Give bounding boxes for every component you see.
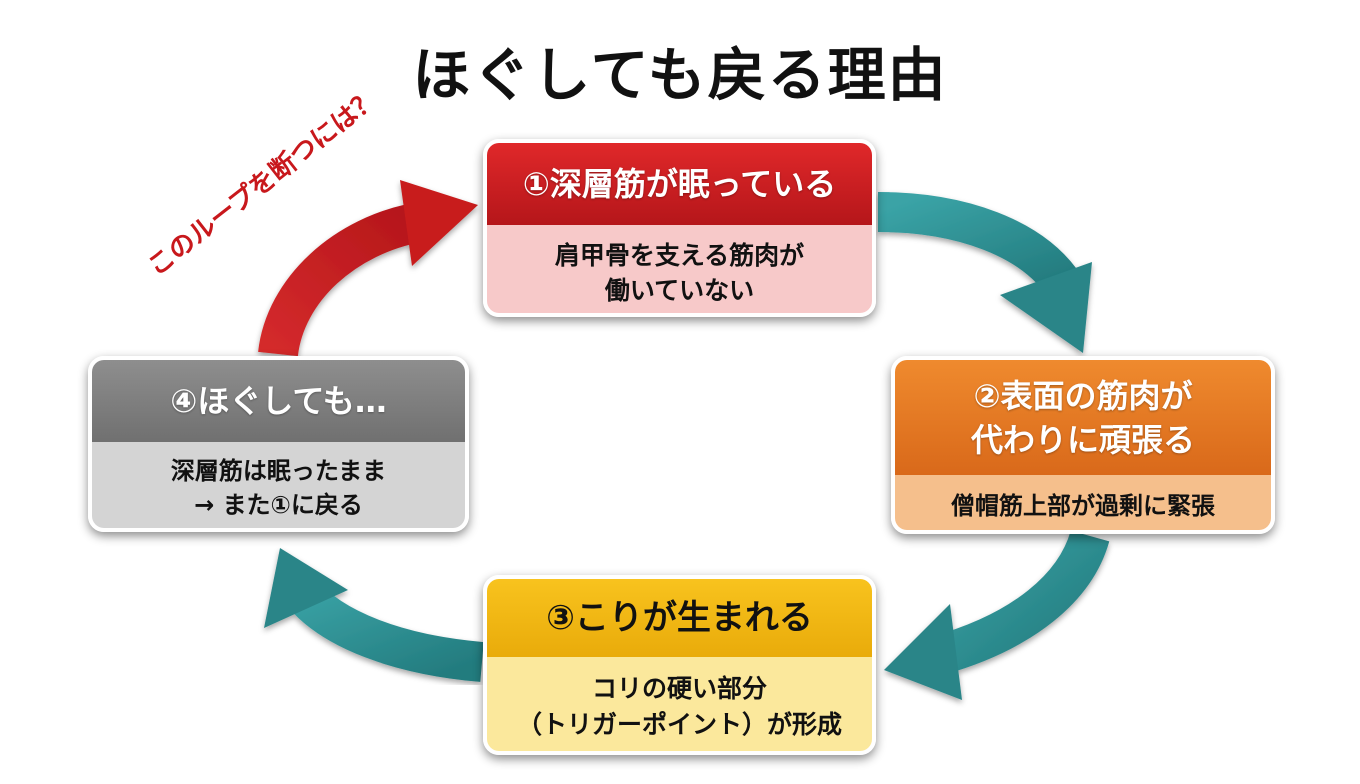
step-4-body-line: → また①に戻る [194, 491, 363, 519]
step-3-body-line: （トリガーポイント）が形成 [516, 710, 842, 739]
step-4-body: 深層筋は眠ったまま → また①に戻る [92, 442, 465, 528]
step-1-box: ①深層筋が眠っている 肩甲骨を支える筋肉が 働いていない [483, 139, 876, 317]
step-2-body: 僧帽筋上部が過剰に緊張 [895, 475, 1271, 530]
step-3-body: コリの硬い部分 （トリガーポイント）が形成 [487, 657, 872, 751]
arrow-step4-to-step1 [258, 180, 478, 358]
arrow-step3-to-step4 [264, 548, 484, 682]
arrow-step1-to-step2 [877, 192, 1092, 353]
step-2-heading-line: ②表面の筋肉が [973, 377, 1193, 415]
step-1-body: 肩甲骨を支える筋肉が 働いていない [487, 225, 872, 313]
arrow-step2-to-step3 [884, 529, 1110, 700]
step-1-body-line: 肩甲骨を支える筋肉が [554, 241, 805, 270]
step-1-heading: ①深層筋が眠っている [487, 143, 872, 225]
step-3-body-line: コリの硬い部分 [591, 674, 767, 703]
step-3-heading: ③こりが生まれる [487, 579, 872, 657]
page-title: ほぐしても戻る理由 [412, 41, 948, 109]
step-4-box: ④ほぐしても… 深層筋は眠ったまま → また①に戻る [88, 356, 469, 532]
step-1-body-line: 働いていない [604, 276, 755, 305]
step-2-box: ②表面の筋肉が 代わりに頑張る 僧帽筋上部が過剰に緊張 [891, 356, 1275, 534]
step-2-heading-line: 代わりに頑張る [970, 421, 1195, 459]
step-2-heading: ②表面の筋肉が 代わりに頑張る [895, 360, 1271, 475]
step-4-heading: ④ほぐしても… [92, 360, 465, 442]
step-3-box: ③こりが生まれる コリの硬い部分 （トリガーポイント）が形成 [483, 575, 876, 755]
step-4-body-line: 深層筋は眠ったまま [170, 457, 387, 485]
